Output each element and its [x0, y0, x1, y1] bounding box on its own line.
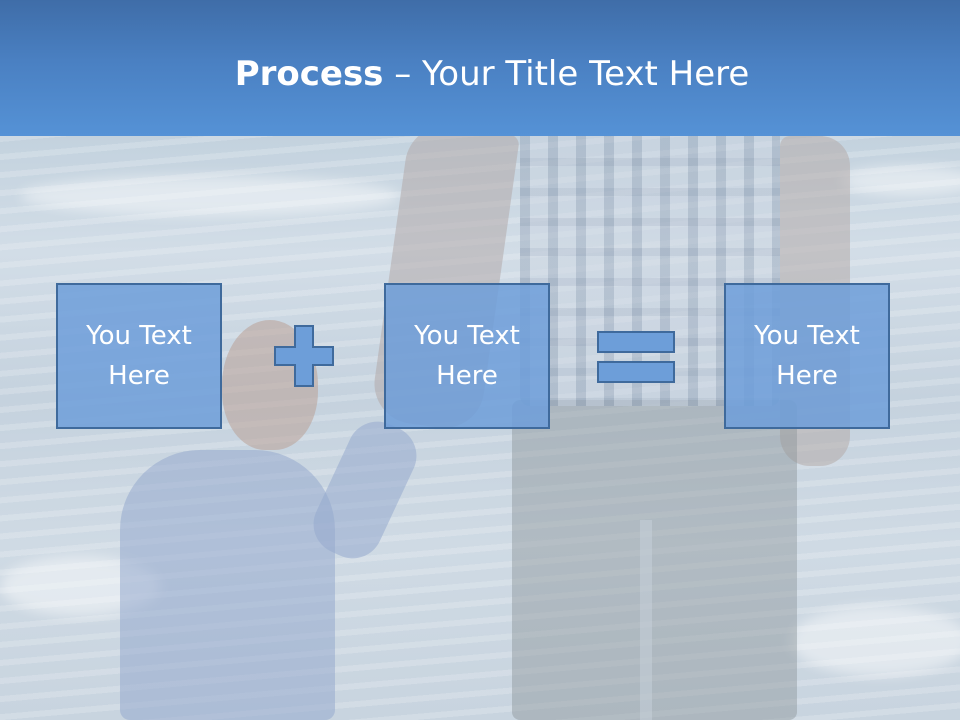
process-box-2-text: You Text Here: [414, 321, 520, 391]
plus-icon: [274, 325, 334, 387]
process-box-1-text: You Text Here: [86, 321, 192, 391]
equals-icon: [597, 331, 675, 383]
wave-foam: [790, 606, 960, 676]
wave-foam: [840, 166, 960, 196]
title-rest: – Your Title Text Here: [383, 54, 750, 94]
background-figure: [120, 450, 335, 720]
slide-title: Process – Your Title Text Here: [0, 52, 960, 96]
title-bold: Process: [234, 54, 384, 94]
wave-foam: [20, 176, 400, 216]
process-box-3[interactable]: You Text Here: [724, 283, 890, 429]
background-figure: [512, 400, 797, 720]
process-box-1[interactable]: You Text Here: [56, 283, 222, 429]
background-figure: [640, 520, 652, 720]
title-bar: Process – Your Title Text Here: [0, 0, 960, 136]
process-box-3-text: You Text Here: [754, 321, 860, 391]
process-box-2[interactable]: You Text Here: [384, 283, 550, 429]
